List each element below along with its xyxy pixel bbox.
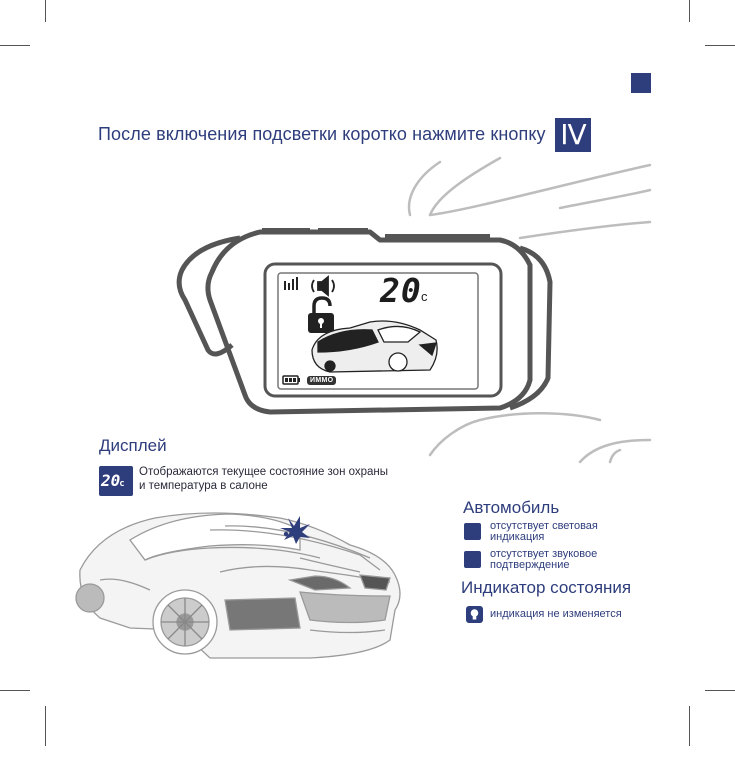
crop-mark: [689, 0, 690, 22]
finger-outline: [407, 156, 652, 464]
display-description-line: и температура в салоне: [139, 480, 268, 492]
display-section-title: Дисплей: [99, 436, 167, 455]
lock-icon: [308, 296, 334, 333]
instruction-heading: После включения подсветки коротко нажмит…: [98, 124, 546, 144]
crop-mark: [705, 690, 735, 691]
lcd-temperature: 20: [380, 271, 422, 310]
bulb-icon: [466, 606, 483, 623]
car-item-text: отсутствует световая индикация: [490, 521, 640, 543]
display-badge-unit: c: [119, 479, 125, 489]
keyfob-body: [176, 228, 553, 415]
lcd-temperature-unit: c: [421, 289, 428, 304]
battery-icon: [282, 375, 300, 385]
car-item-line: индикация: [490, 531, 545, 543]
crop-mark: [45, 0, 46, 22]
crop-mark: [689, 706, 690, 746]
car-section-title: Автомобиль: [463, 498, 560, 517]
status-item-text: индикация не изменяется: [490, 608, 622, 620]
no-light-icon: [464, 523, 481, 540]
car-item-text: отсутствует звуковое подтверждение: [490, 549, 640, 571]
siren-icon: [311, 275, 335, 297]
no-sound-icon: [464, 551, 481, 568]
crop-mark: [705, 45, 735, 46]
lcd-screen: [263, 262, 503, 398]
display-description-line: Отображаются текущее состояние зон охран…: [139, 466, 389, 478]
display-description: Отображаются текущее состояние зон охран…: [139, 465, 399, 493]
page-tab-marker: [631, 73, 651, 93]
signal-icon: [284, 277, 298, 290]
flash-icon: [280, 516, 310, 544]
crop-mark: [0, 45, 30, 46]
button-iv-badge: IV: [555, 118, 591, 152]
crop-mark: [45, 706, 46, 746]
status-section-title: Индикатор состояния: [461, 578, 632, 597]
display-badge-value: 20: [101, 471, 121, 490]
car-item-line: отсутствует звуковое: [490, 548, 598, 560]
display-temp-badge: 20c: [99, 466, 133, 496]
car-item-line: отсутствует световая: [490, 520, 598, 532]
car-item-line: подтверждение: [490, 559, 570, 571]
lcd-car-icon: [311, 320, 438, 373]
lcd-immo-label: ИММО: [307, 376, 337, 385]
crop-mark: [0, 690, 30, 691]
car-illustration: [75, 512, 401, 659]
